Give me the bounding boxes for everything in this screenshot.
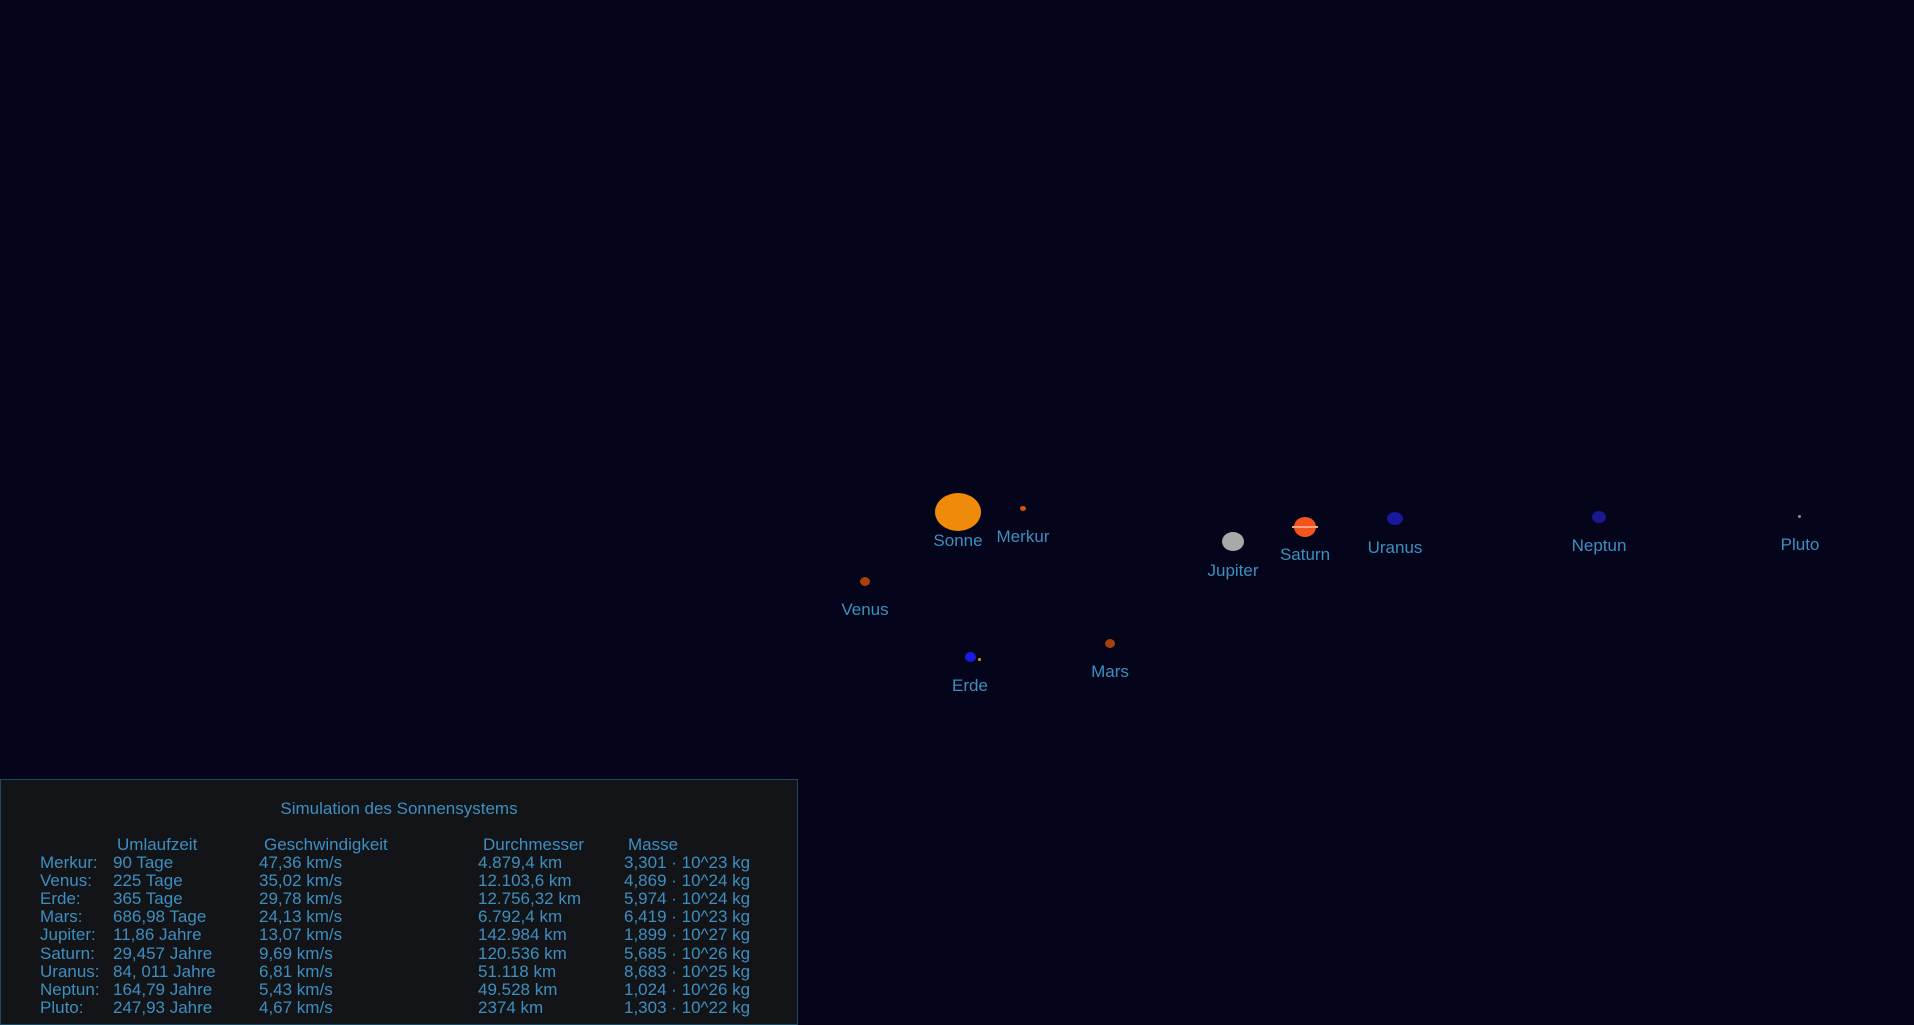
mass: 1,899 · 10^27 kg: [624, 925, 751, 945]
mercury-label: Merkur: [996, 527, 1050, 546]
mass: 1,024 · 10^26 kg: [624, 979, 751, 999]
diameter: 120.536 km: [478, 943, 567, 963]
jupiter: [1222, 532, 1244, 551]
orbit-period: 247,93 Jahre: [113, 997, 213, 1017]
planet-name: Venus:: [40, 871, 92, 891]
planet-name: Uranus:: [40, 961, 100, 981]
planet-name: Pluto:: [40, 997, 84, 1017]
diameter: 12.103,6 km: [478, 871, 572, 891]
orbit-speed: 4,67 km/s: [259, 997, 333, 1017]
mass: 5,974 · 10^24 kg: [624, 889, 751, 909]
planet-name: Neptun:: [40, 979, 100, 999]
panel-title: Simulation des Sonnensystems: [280, 799, 518, 818]
orbit-speed: 9,69 km/s: [259, 943, 333, 963]
saturn-ring: [1292, 526, 1318, 528]
orbit-speed: 13,07 km/s: [259, 925, 343, 945]
mass: 5,685 · 10^26 kg: [624, 943, 751, 963]
diameter: 2374 km: [478, 997, 544, 1017]
venus-label: Venus: [841, 600, 889, 619]
neptune: [1592, 511, 1606, 523]
sun-label: Sonne: [933, 531, 983, 550]
header-mass: Masse: [628, 835, 679, 854]
orbit-period: 90 Tage: [113, 853, 174, 872]
orbit-period: 225 Tage: [113, 871, 183, 891]
mercury: [1020, 506, 1026, 511]
header-period: Umlaufzeit: [117, 835, 198, 854]
mass: 4,869 · 10^24 kg: [624, 871, 751, 891]
diameter: 4.879,4 km: [478, 853, 563, 872]
diameter: 51.118 km: [478, 961, 557, 981]
sun: [935, 493, 981, 531]
orbit-period: 164,79 Jahre: [113, 979, 213, 999]
orbit-period: 84, 011 Jahre: [113, 961, 216, 981]
orbit-speed: 35,02 km/s: [259, 871, 343, 891]
planet-name: Erde:: [40, 889, 81, 909]
planet-name: Mars:: [40, 907, 83, 927]
neptune-label: Neptun: [1571, 536, 1627, 555]
orbit-speed: 5,43 km/s: [259, 979, 333, 999]
diameter: 142.984 km: [478, 925, 567, 945]
header-speed: Geschwindigkeit: [264, 835, 388, 854]
info-panel: Simulation des Sonnensystems Umlaufzeit …: [0, 779, 798, 1025]
header-diameter: Durchmesser: [483, 835, 585, 854]
planet-name: Jupiter:: [40, 925, 96, 945]
mars: [1105, 639, 1115, 648]
venus: [860, 577, 870, 586]
orbit-period: 11,86 Jahre: [113, 925, 202, 945]
orbit-speed: 29,78 km/s: [259, 889, 343, 909]
mars-label: Mars: [1091, 662, 1129, 681]
mass: 1,303 · 10^22 kg: [624, 997, 751, 1017]
orbit-speed: 6,81 km/s: [259, 961, 333, 981]
pluto: [1798, 515, 1801, 518]
orbit-period: 29,457 Jahre: [113, 943, 213, 963]
diameter: 49.528 km: [478, 979, 558, 999]
pluto-label: Pluto: [1780, 535, 1820, 554]
orbit-period: 686,98 Tage: [113, 907, 207, 927]
diameter: 12.756,32 km: [478, 889, 582, 909]
earth-label: Erde: [952, 676, 988, 695]
jupiter-label: Jupiter: [1207, 561, 1259, 580]
mass: 6,419 · 10^23 kg: [624, 907, 751, 927]
orbit-speed: 47,36 km/s: [259, 853, 343, 872]
mass: 8,683 · 10^25 kg: [624, 961, 751, 981]
earth: [965, 652, 976, 662]
mass: 3,301 · 10^23 kg: [624, 853, 751, 872]
moon: [978, 658, 981, 661]
diameter: 6.792,4 km: [478, 907, 563, 927]
planet-name: Merkur:: [40, 853, 98, 872]
uranus: [1387, 512, 1403, 525]
planet-name: Saturn:: [40, 943, 95, 963]
orbit-period: 365 Tage: [113, 889, 183, 909]
saturn-label: Saturn: [1279, 545, 1331, 564]
uranus-label: Uranus: [1367, 538, 1423, 557]
orbit-speed: 24,13 km/s: [259, 907, 343, 927]
